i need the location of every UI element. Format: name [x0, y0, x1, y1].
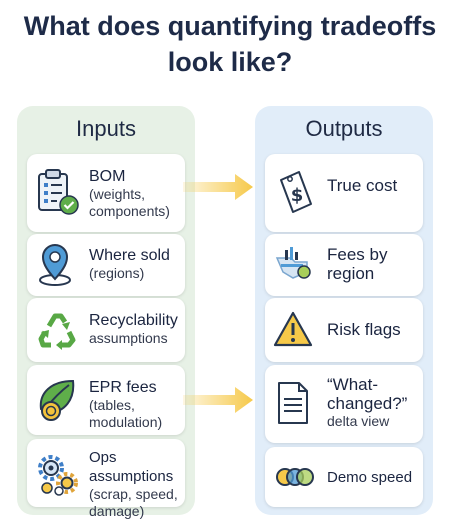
input-sub-epr-fees: (tables, modulation): [89, 397, 163, 430]
inputs-column: Inputs BOM (weights, components): [17, 106, 195, 519]
warning-icon: [273, 310, 319, 355]
outputs-heading: Outputs: [305, 116, 383, 141]
output-card-what-changed: “What-changed?” delta view: [265, 365, 423, 443]
input-card-bom: BOM (weights, components): [27, 154, 185, 232]
input-card-ops-assumptions: Ops assumptions (scrap, speed, damage): [27, 439, 185, 519]
output-card-fees-by-region: Fees by region: [265, 234, 423, 296]
input-label-where-sold: Where sold: [89, 247, 170, 264]
input-sub-ops-assumptions: (scrap, speed, damage): [89, 486, 178, 519]
input-label-bom: BOM: [89, 168, 126, 185]
input-sub-recyclability: assumptions: [89, 330, 168, 346]
svg-text:$: $: [291, 185, 304, 206]
output-card-demo-speed: Demo speed: [265, 447, 423, 507]
inputs-heading: Inputs: [76, 116, 136, 141]
input-sub-bom: (weights, components): [89, 186, 170, 219]
input-label-epr-fees: EPR fees: [89, 379, 157, 396]
title-line-1: What does quantifying tradeoffs: [23, 11, 437, 41]
input-sub-where-sold: (regions): [89, 265, 145, 281]
output-label-true-cost: True cost: [327, 176, 398, 195]
dollar-tag-icon: $: [273, 168, 319, 223]
map-pin-icon: [35, 242, 81, 293]
outputs-column: Outputs $ True cost Fees by: [255, 106, 433, 515]
input-label-ops-assumptions: Ops assumptions: [89, 449, 174, 485]
title-line-2: look like?: [167, 47, 293, 77]
document-icon: [273, 379, 319, 432]
recycle-icon: [35, 308, 81, 357]
output-label-fees-by-region: Fees by region: [327, 245, 388, 283]
input-label-recyclability: Recyclability: [89, 312, 178, 329]
input-card-recyclability: Recyclability assumptions: [27, 298, 185, 362]
linked-circles-icon: [273, 463, 319, 496]
input-card-where-sold: Where sold (regions): [27, 234, 185, 296]
gears-icon: [35, 451, 81, 502]
output-label-risk-flags: Risk flags: [327, 320, 401, 339]
output-label-what-changed: “What-changed?”: [327, 375, 408, 413]
arrow-inputs-to-true-cost: [183, 172, 255, 202]
output-card-risk-flags: Risk flags: [265, 298, 423, 362]
clipboard-check-icon: [35, 168, 81, 221]
output-label-demo-speed: Demo speed: [327, 469, 413, 486]
arrow-inputs-to-what-changed: [183, 385, 255, 415]
output-card-true-cost: $ True cost: [265, 154, 423, 232]
leaf-coin-icon: [35, 375, 81, 430]
page-title: What does quantifying tradeoffs look lik…: [0, 8, 460, 80]
chart-map-icon: [273, 242, 319, 293]
output-sub-what-changed: delta view: [327, 413, 390, 429]
input-card-epr-fees: EPR fees (tables, modulation): [27, 365, 185, 435]
